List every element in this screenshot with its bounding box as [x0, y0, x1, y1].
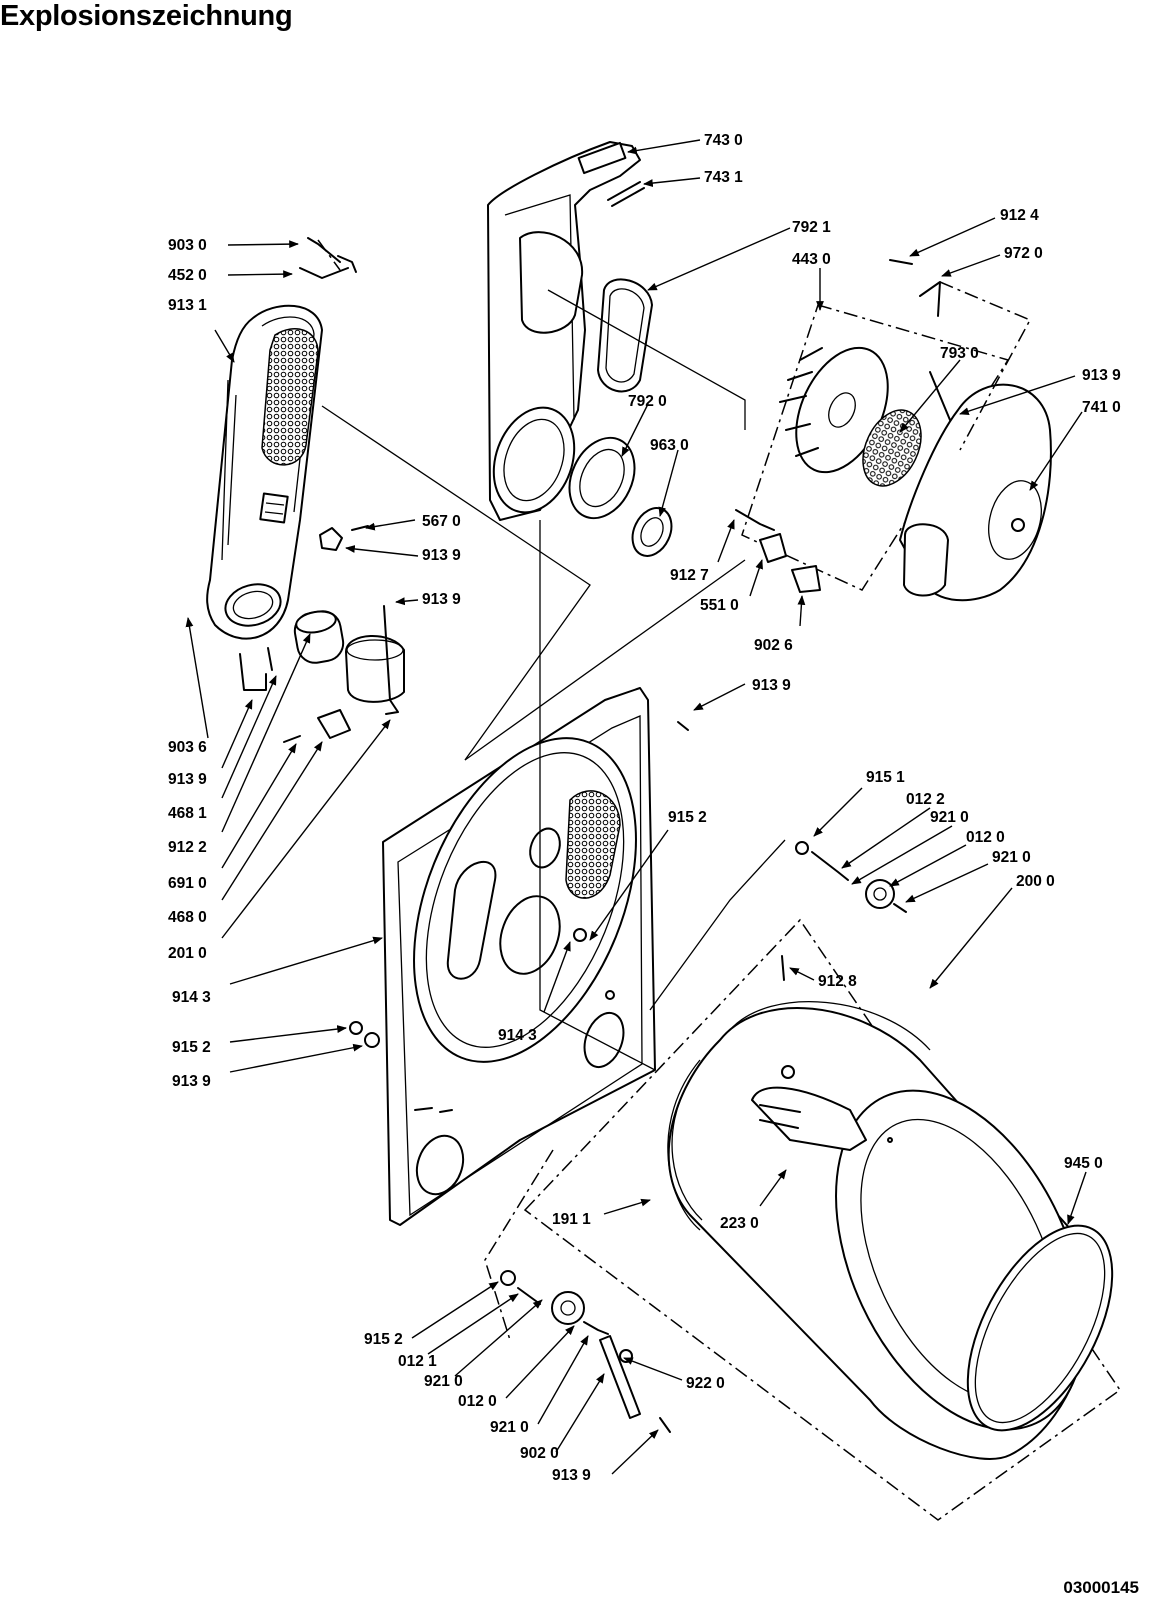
front-bulkhead — [382, 687, 656, 1226]
callout-label: 912 4 — [1000, 207, 1039, 224]
callout-label: 012 2 — [906, 791, 945, 808]
callout-label: 743 1 — [704, 169, 743, 186]
callout-label: 912 7 — [670, 567, 709, 584]
filter-hardware — [239, 237, 405, 743]
callout-label: 792 1 — [792, 219, 831, 236]
callout-label: 912 2 — [168, 839, 207, 856]
callout-label: 903 0 — [168, 237, 207, 254]
callout-label: 691 0 — [168, 875, 207, 892]
assembly-lines — [317, 239, 1032, 1341]
callout-label: 913 1 — [168, 297, 207, 314]
motor-housing — [899, 371, 1052, 602]
callout-label: 567 0 — [422, 513, 461, 530]
callout-label: 913 9 — [552, 1467, 591, 1484]
callout-label: 972 0 — [1004, 245, 1043, 262]
callout-label: 913 9 — [1082, 367, 1121, 384]
callout-label: 792 0 — [628, 393, 667, 410]
callout-label: 223 0 — [720, 1215, 759, 1232]
callout-label: 915 2 — [172, 1039, 211, 1056]
callout-label: 902 0 — [520, 1445, 559, 1462]
callout-label: 201 0 — [168, 945, 207, 962]
drum-bearing-bottom — [349, 721, 689, 1433]
callout-label: 551 0 — [700, 597, 739, 614]
callout-label: 915 1 — [866, 769, 905, 786]
diagram-title: Explosionszeichnung — [0, 0, 293, 32]
callout-label: 922 0 — [686, 1375, 725, 1392]
callout-label: 743 0 — [704, 132, 743, 149]
callout-label: 903 6 — [168, 739, 207, 756]
callout-label: 191 1 — [552, 1211, 591, 1228]
document-number: 03000145 — [1063, 1578, 1139, 1597]
callout-label: 443 0 — [792, 251, 831, 268]
callout-label: 012 0 — [458, 1393, 497, 1410]
callout-label: 913 9 — [168, 771, 207, 788]
fan-hardware — [735, 259, 941, 593]
callout-label: 902 6 — [754, 637, 793, 654]
callout-label: 913 9 — [422, 591, 461, 608]
callout-label: 915 2 — [364, 1331, 403, 1348]
callout-label: 452 0 — [168, 267, 207, 284]
callout-label: 793 0 — [940, 345, 979, 362]
drum-seal-ring — [966, 1224, 1114, 1432]
callout-label: 913 9 — [422, 547, 461, 564]
callout-label: 915 2 — [668, 809, 707, 826]
callout-label: 921 0 — [930, 809, 969, 826]
callout-label: 468 1 — [168, 805, 207, 822]
callout-label: 921 0 — [424, 1373, 463, 1390]
callout-label: 200 0 — [1016, 873, 1055, 890]
blower-fan — [741, 304, 1010, 591]
callout-label: 913 9 — [752, 677, 791, 694]
callout-label: 921 0 — [992, 849, 1031, 866]
lint-filter-housing — [206, 304, 323, 640]
callout-label: 963 0 — [650, 437, 689, 454]
callout-label: 945 0 — [1064, 1155, 1103, 1172]
drum-bearing-top — [781, 841, 907, 981]
callout-label: 914 3 — [172, 989, 211, 1006]
leader-lines — [185, 139, 1087, 1475]
callout-label: 912 8 — [818, 973, 857, 990]
callout-labels: 743 0 743 1 792 1 443 0 912 4 972 0 793 … — [168, 132, 1121, 1484]
callout-label: 741 0 — [1082, 399, 1121, 416]
callout-label: 012 1 — [398, 1353, 437, 1370]
callout-label: 921 0 — [490, 1419, 529, 1436]
callout-label: 012 0 — [966, 829, 1005, 846]
callout-label: 913 9 — [172, 1073, 211, 1090]
callout-label: 914 3 — [498, 1027, 537, 1044]
rear-air-duct — [487, 141, 673, 557]
callout-label: 468 0 — [168, 909, 207, 926]
